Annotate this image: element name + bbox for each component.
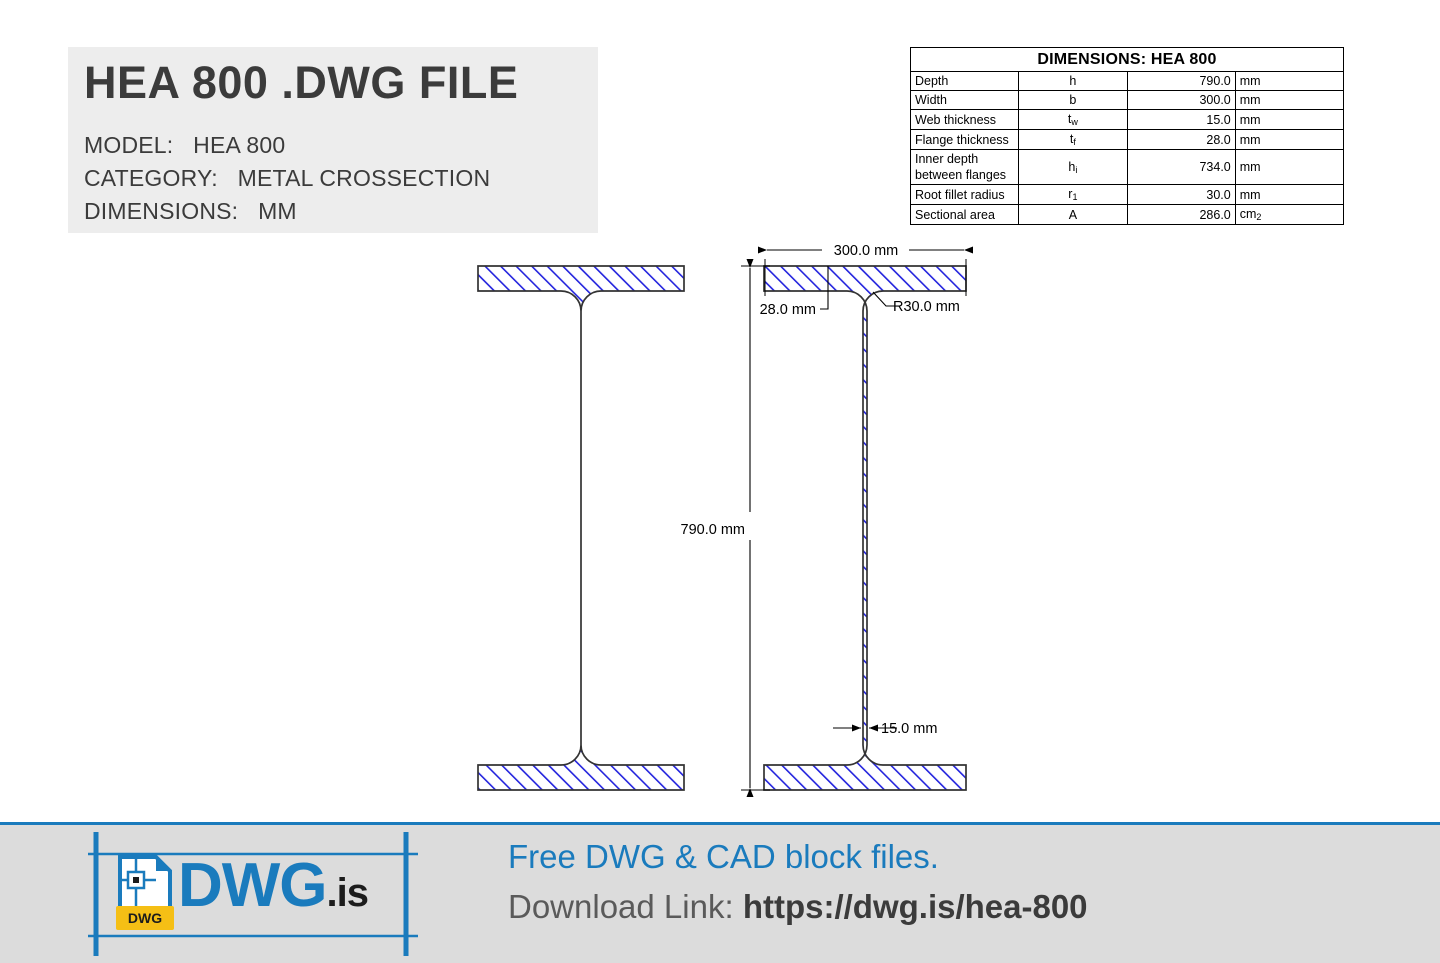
brand-tld: .is bbox=[326, 871, 369, 915]
meta-dimensions-value: MM bbox=[258, 198, 297, 224]
dimension-value-cell: 790.0 bbox=[1126, 71, 1236, 91]
dimension-label-cell: Inner depth between flanges bbox=[909, 149, 1020, 185]
dimension-flange-thickness-label: 28.0 mm bbox=[760, 302, 816, 318]
dimension-value-cell: 30.0 bbox=[1126, 184, 1236, 205]
meta-dimensions-row: DIMENSIONS: MM bbox=[84, 198, 297, 225]
brand-wordmark[interactable]: DWG.is bbox=[178, 855, 369, 924]
header-info-box bbox=[68, 47, 598, 233]
dimension-root-radius: R30.0 mm bbox=[872, 291, 960, 315]
meta-model-label: MODEL: bbox=[84, 132, 174, 158]
beam-right-outline bbox=[763, 265, 967, 791]
dimension-width-label: 300.0 mm bbox=[834, 243, 898, 259]
logo-crosshair-and-icon: DWG bbox=[88, 832, 418, 956]
dimension-value-cell: 15.0 bbox=[1126, 109, 1236, 130]
dwg-badge-label: DWG bbox=[128, 910, 162, 926]
dimension-value-cell: 734.0 bbox=[1126, 149, 1236, 185]
meta-model-row: MODEL: HEA 800 bbox=[84, 132, 285, 159]
dimension-depth: 790.0 mm bbox=[681, 259, 770, 797]
dimension-symbol-cell: hi bbox=[1018, 149, 1128, 185]
beam-section-right bbox=[763, 265, 967, 791]
dimension-value-cell: 286.0 bbox=[1126, 204, 1236, 225]
dimension-web-thickness: 15.0 mm bbox=[833, 721, 937, 737]
page-title: HEA 800 .DWG FILE bbox=[84, 57, 519, 108]
dimension-label-cell: Flange thickness bbox=[909, 129, 1020, 150]
dimension-flange-thickness: 28.0 mm bbox=[760, 266, 829, 318]
dimension-label-cell: Web thickness bbox=[909, 109, 1020, 130]
dimension-symbol-cell: A bbox=[1018, 204, 1128, 225]
dimension-symbol-cell: b bbox=[1018, 90, 1128, 110]
dimension-root-radius-label: R30.0 mm bbox=[893, 299, 960, 315]
footer-band bbox=[0, 822, 1440, 963]
dimension-unit-cell: mm bbox=[1234, 109, 1345, 130]
dimension-web-thickness-label: 15.0 mm bbox=[881, 721, 937, 737]
meta-dimensions-label: DIMENSIONS: bbox=[84, 198, 239, 224]
meta-category-label: CATEGORY: bbox=[84, 165, 218, 191]
dimension-depth-label: 790.0 mm bbox=[681, 522, 745, 538]
dimension-label-cell: Root fillet radius bbox=[909, 184, 1020, 205]
brand-name: DWG bbox=[178, 851, 328, 920]
beam-left-outline bbox=[477, 265, 685, 791]
dimension-unit-cell: mm bbox=[1234, 149, 1345, 185]
footer-download-url[interactable]: https://dwg.is/hea-800 bbox=[742, 888, 1088, 925]
dimension-width: 300.0 mm bbox=[758, 243, 973, 296]
dimension-label-cell: Sectional area bbox=[909, 204, 1020, 225]
dimensions-table-title: DIMENSIONS: HEA 800 bbox=[910, 47, 1344, 72]
dimension-label-cell: Width bbox=[909, 90, 1020, 110]
dimension-unit-cell: mm bbox=[1234, 129, 1345, 150]
dimension-unit-cell: mm bbox=[1234, 184, 1345, 205]
footer-download-label: Download Link: bbox=[508, 888, 734, 925]
dimension-symbol-cell: tw bbox=[1018, 109, 1128, 130]
meta-model-value: HEA 800 bbox=[193, 132, 286, 158]
dimension-symbol-cell: tf bbox=[1018, 129, 1128, 150]
dimension-unit-cell: cm2 bbox=[1234, 204, 1345, 225]
beam-section-left bbox=[477, 265, 685, 791]
dimension-label-cell: Depth bbox=[909, 71, 1020, 91]
footer-tagline: Free DWG & CAD block files. bbox=[508, 838, 939, 875]
meta-category-row: CATEGORY: METAL CROSSECTION bbox=[84, 165, 490, 192]
dimension-unit-cell: mm bbox=[1234, 71, 1345, 91]
dimensions-table-header-row: DIMENSIONS: HEA 800 bbox=[910, 47, 1344, 72]
dimension-unit-cell: mm bbox=[1234, 90, 1345, 110]
dimension-symbol-cell: h bbox=[1018, 71, 1128, 91]
dimension-value-cell: 300.0 bbox=[1126, 90, 1236, 110]
dimension-value-cell: 28.0 bbox=[1126, 129, 1236, 150]
dimension-symbol-cell: r1 bbox=[1018, 184, 1128, 205]
meta-category-value: METAL CROSSECTION bbox=[237, 165, 491, 191]
dwg-badge: DWG bbox=[116, 906, 174, 930]
footer-download-line: Download Link: https://dwg.is/hea-800 bbox=[508, 888, 1088, 926]
dwg-logo[interactable]: DWG bbox=[88, 830, 418, 958]
